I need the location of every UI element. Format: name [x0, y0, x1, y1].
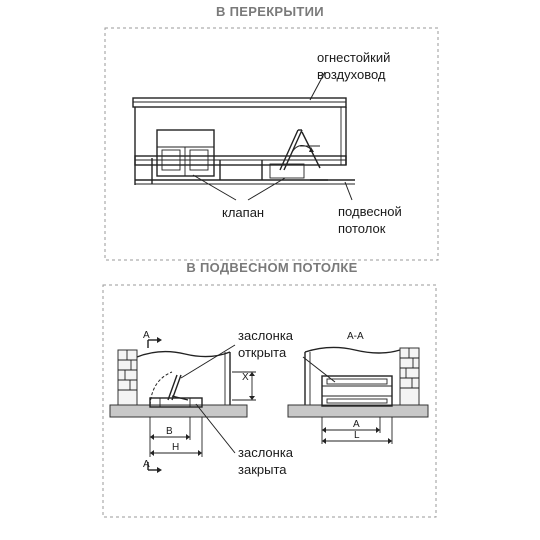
bottom-right-drawing — [287, 346, 429, 444]
label-ceiling-line2: потолок — [338, 221, 386, 236]
label-duct-line2: воздуховод — [317, 67, 386, 82]
label-damper-closed-line1: заслонка — [238, 445, 294, 460]
bottom-section-frame — [102, 284, 437, 518]
top-drawing — [132, 71, 355, 201]
dim-b-label: B — [166, 426, 173, 437]
top-section-title: В ПЕРЕКРЫТИИ — [216, 4, 324, 19]
section-marker-a-top: А — [143, 330, 150, 341]
label-ceiling-line1: подвесной — [338, 204, 402, 219]
label-damper-closed-line2: закрыта — [238, 462, 287, 477]
dim-x-label: X — [242, 372, 249, 383]
dim-l-label: L — [354, 430, 360, 441]
label-damper-open-line1: заслонка — [238, 328, 294, 343]
label-valve: клапан — [222, 205, 264, 220]
dim-a-label: A — [353, 419, 360, 430]
bottom-left-drawing — [109, 337, 256, 473]
label-duct-line1: огнестойкий — [317, 50, 390, 65]
label-damper-open-line2: открыта — [238, 345, 287, 360]
section-aa-label: А-А — [347, 331, 364, 342]
dim-h-label: H — [172, 442, 179, 453]
bottom-section-title: В ПОДВЕСНОМ ПОТОЛКЕ — [186, 260, 357, 275]
section-marker-a-bottom: А — [143, 459, 150, 470]
top-section-frame — [104, 27, 439, 261]
